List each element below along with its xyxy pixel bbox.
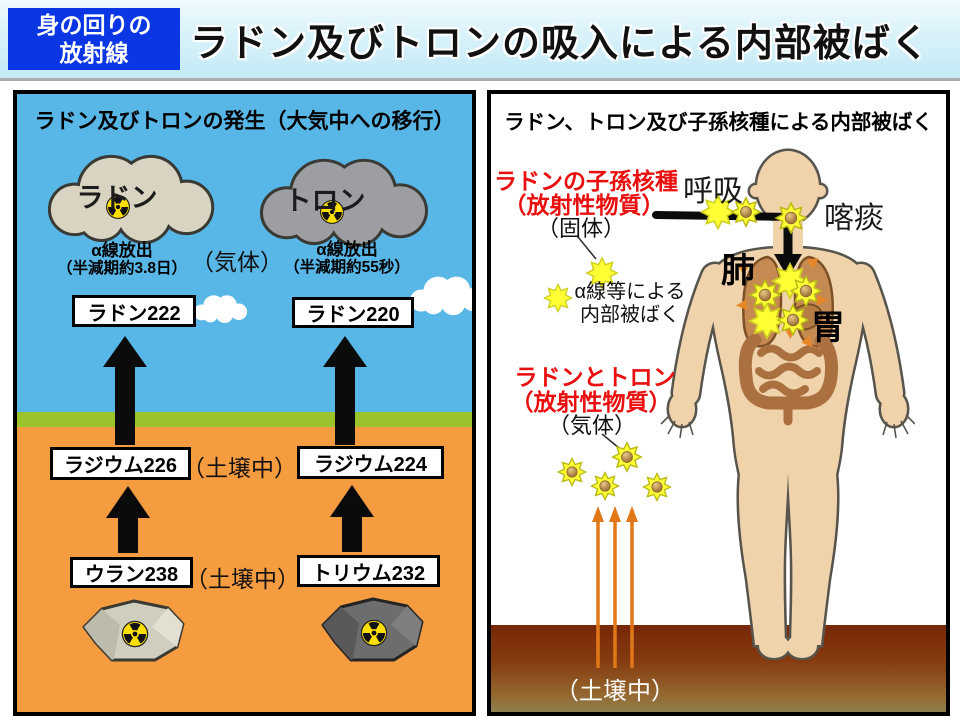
radon-cloud-label: ラドン — [76, 183, 158, 213]
panel-radon-thoron-generation: ラドン及びトロンの発生（大気中への移行） ラドン トロン α線放出 （半減期約3… — [13, 90, 476, 716]
radon-alpha-note: α線放出 （半減期約3.8日） — [42, 241, 202, 278]
soil-ground — [491, 625, 946, 712]
legend-line2: 内部被ばく — [580, 304, 680, 326]
radon-progeny-sublabel: （放射性物質） — [503, 192, 665, 218]
sputum-label: 喀痰 — [824, 202, 884, 235]
alpha-emission-label: α線放出 — [91, 241, 153, 260]
radon-thoron-gas-sublabel: （放射性物質） — [510, 389, 672, 415]
lung-label: 肺 — [721, 252, 755, 290]
isotope-box-thorium232: トリウム232 — [297, 555, 440, 587]
grass-strip — [17, 412, 472, 427]
soil-note-1: （土壌中） — [182, 455, 297, 481]
radon-half-life: （半減期約3.8日） — [56, 260, 188, 277]
stomach-label: 胃 — [811, 309, 845, 347]
gas-state-note: （気体） — [547, 413, 636, 438]
left-panel-title: ラドン及びトロンの発生（大気中への移行） — [34, 110, 455, 133]
thoron-cloud-label: トロン — [284, 186, 366, 216]
gas-note: （気体） — [191, 249, 283, 275]
solid-state-note: （固体） — [536, 216, 625, 241]
breathing-label: 呼吸 — [683, 175, 743, 208]
hands — [660, 414, 915, 439]
isotope-box-radium226: ラジウム226 — [50, 447, 191, 480]
header-badge: 身の回りの 放射線 — [8, 8, 180, 70]
isotope-box-radium224: ラジウム224 — [297, 446, 444, 479]
badge-line2: 放射線 — [59, 40, 129, 66]
legend-line1: α線等による — [574, 281, 686, 303]
thoron-alpha-note: α線放出 （半減期約55秒） — [267, 240, 427, 277]
radon-thoron-gas-label: ラドンとトロン — [514, 364, 676, 390]
right-panel-title: ラドン、トロン及び子孫核種による内部被ばく — [504, 111, 933, 134]
isotope-box-radon222: ラドン222 — [72, 295, 196, 327]
soil-note: （土壌中） — [555, 678, 675, 705]
alpha-exposure-legend: α線等による 内部被ばく — [550, 281, 710, 327]
page-title: ラドン及びトロンの吸入による内部被ばく — [190, 22, 930, 65]
soil-note-2: （土壌中） — [185, 566, 300, 592]
panel-internal-exposure: ラドン、トロン及び子孫核種による内部被ばく ラドンの子孫核種 （放射性物質） （… — [487, 90, 950, 716]
alpha-emission-label: α線放出 — [316, 240, 378, 259]
radon-progeny-label: ラドンの子孫核種 — [494, 168, 678, 194]
thoron-half-life: （半減期約55秒） — [284, 259, 410, 276]
header-separator — [0, 78, 960, 81]
isotope-box-radon220: ラドン220 — [292, 297, 414, 328]
badge-line1: 身の回りの — [36, 12, 152, 38]
isotope-box-uranium238: ウラン238 — [70, 557, 193, 588]
